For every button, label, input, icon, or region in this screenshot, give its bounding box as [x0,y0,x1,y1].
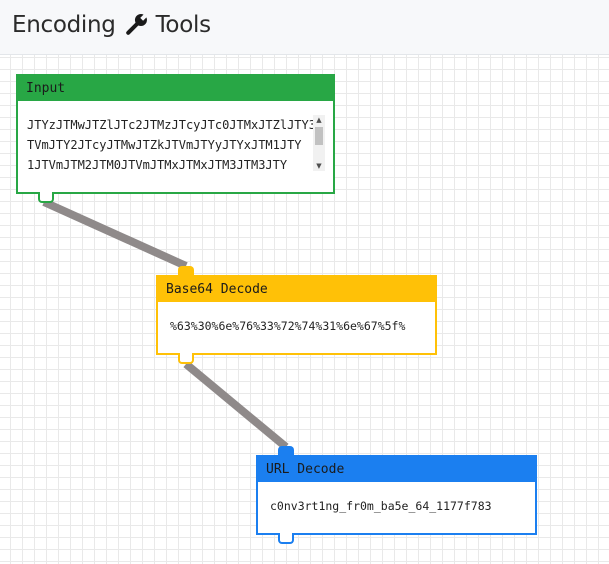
input-node[interactable]: Input JTYzJTMwJTZlJTc2JTMzJTcyJTc0JTMxJT… [16,74,335,203]
wrench-icon [125,13,147,35]
base64-decode-node[interactable]: Base64 Decode %63%30%6e%76%33%72%74%31%6… [156,266,437,364]
title-text-encoding: Encoding [12,12,116,38]
url-output-port[interactable] [278,533,294,544]
base64-node-title[interactable]: Base64 Decode [158,277,435,302]
url-output-text: c0nv3rt1ng_fr0m_ba5e_64_1177f783 [270,499,492,513]
input-textarea[interactable]: JTYzJTMwJTZlJTc2JTMzJTcyJTc0JTMxJTZlJTY3… [27,115,327,171]
url-input-port[interactable] [278,446,294,457]
input-node-title[interactable]: Input [18,76,333,101]
base64-output-text: %63%30%6e%76%33%72%74%31%6e%67%5f% [170,319,406,333]
app-header: Encoding Tools [0,0,609,55]
url-node-title[interactable]: URL Decode [258,457,535,482]
input-output-port[interactable] [38,192,54,203]
base64-output-port[interactable] [178,353,194,364]
input-text-line: 1JTVmJTM2JTM0JTVmJTMxJTMxJTM3JTM3JTY [27,158,288,171]
scroll-up-icon[interactable]: ▲ [316,116,322,124]
page-title: Encoding Tools [12,12,211,38]
url-decode-node[interactable]: URL Decode c0nv3rt1ng_fr0m_ba5e_64_1177f… [256,446,537,544]
title-text-tools: Tools [155,12,211,38]
base64-input-port[interactable] [178,266,194,277]
scroll-thumb[interactable] [315,127,323,145]
input-scrollbar[interactable]: ▲ ▼ [313,115,325,171]
input-text-line: TVmJTY2JTcyJTMwJTZkJTVmJTYyJTYxJTM1JTY [27,138,302,152]
input-text-line: JTYzJTMwJTZlJTc2JTMzJTcyJTc0JTMxJTZlJTY3… [27,118,319,132]
scroll-down-icon[interactable]: ▼ [316,162,322,170]
